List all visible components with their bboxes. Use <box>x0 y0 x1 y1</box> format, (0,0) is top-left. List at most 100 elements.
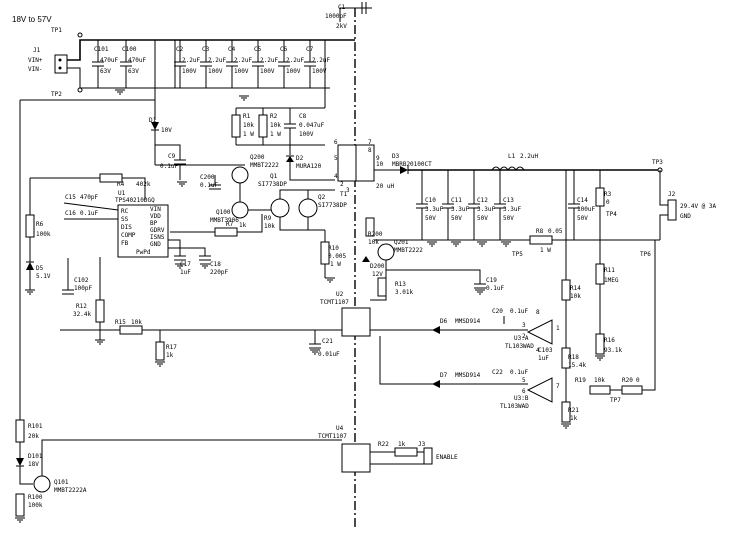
cap-rating: 100V <box>286 68 301 75</box>
q2-ref: Q2 <box>318 194 326 201</box>
j2-ref: J2 <box>668 191 676 198</box>
r14-ref: R14 <box>570 285 581 292</box>
cap-ref: C3 <box>202 46 210 53</box>
d101-ref: D101 <box>28 453 43 460</box>
transformer-pin: 6 <box>334 139 338 146</box>
r18-ref: R18 <box>568 354 579 361</box>
r10-ref: R10 <box>328 245 339 252</box>
r22-body <box>394 447 418 457</box>
cap-value: 470uF <box>100 57 118 64</box>
opamp-pin: 5 <box>522 377 526 384</box>
r101-ref: R101 <box>28 423 43 430</box>
c8-ref: C8 <box>299 113 307 120</box>
opamp-pin: 7 <box>556 383 560 390</box>
c19-ref: C19 <box>486 277 497 284</box>
tp6-label: TP6 <box>640 251 651 258</box>
cap-rating: 100V <box>182 68 197 75</box>
r6-body <box>25 214 35 238</box>
u2-optocoupler <box>341 307 371 337</box>
c1-wire <box>339 7 372 22</box>
q201-transistor <box>377 243 395 261</box>
d5-symbol <box>26 262 34 270</box>
tp1-label: TP1 <box>51 27 62 34</box>
cap-ref: C12 <box>477 197 488 204</box>
r20-body <box>621 385 643 395</box>
q201-ref: Q201 <box>394 239 409 246</box>
r100-body <box>15 493 25 517</box>
d3-symbol <box>400 166 408 174</box>
r19-body <box>589 385 611 395</box>
r1-rating: 1 W <box>243 131 254 138</box>
cap-rating: 50V <box>451 215 462 222</box>
c20-ref: C20 <box>492 308 503 315</box>
r12-ref: R12 <box>76 303 87 310</box>
cap-rating: 50V <box>577 215 588 222</box>
q100-transistor <box>231 201 249 219</box>
cap-rating: 50V <box>503 215 514 222</box>
u1-pin-left: RC <box>121 208 129 215</box>
u1-pin-right: GDRV <box>150 227 165 234</box>
input-range-label: 18V to 57V <box>12 15 52 24</box>
tp5-label: TP5 <box>512 251 523 258</box>
ground-symbols <box>15 89 605 523</box>
cap-rating: 50V <box>425 215 436 222</box>
d5-value: 5.1V <box>36 273 51 280</box>
cap-ref: C14 <box>577 197 588 204</box>
transformer-pin: 9 <box>376 155 380 162</box>
input-capacitor-bank: C101470uF63VC100470uF63VC22.2uF100VC32.2… <box>92 40 330 88</box>
c200-value: 0.1uF <box>200 182 218 189</box>
cap-rating: 63V <box>128 68 139 75</box>
r7-out <box>237 214 263 233</box>
vin-neg-label: VIN- <box>28 66 42 73</box>
c1-ref: C1 <box>338 4 346 11</box>
c20-value: 0.1uF <box>510 308 528 315</box>
u1-pin-right: GND <box>150 241 161 248</box>
l1-inductor <box>491 166 525 171</box>
r1-ref: R1 <box>243 113 251 120</box>
r17-body <box>155 341 165 361</box>
u3b-ref: U3:B <box>514 395 529 402</box>
q100-ref: Q100 <box>216 209 231 216</box>
q1-value: SI7738DP <box>258 181 287 188</box>
j1-label: J1 <box>33 47 41 54</box>
r19-ref: R19 <box>575 377 586 384</box>
u1-pin-left: DIS <box>121 224 132 231</box>
u1-pin-left: COMP <box>121 232 136 239</box>
j2-gnd: GND <box>680 213 691 220</box>
cap-rating: 100V <box>234 68 249 75</box>
r101-body <box>15 419 25 443</box>
d101-to-q101 <box>19 466 33 485</box>
d2-ref: D2 <box>296 155 304 162</box>
r17-value: 1k <box>166 352 174 359</box>
u2-value: TCMT1107 <box>320 299 349 306</box>
cap-ref: C4 <box>228 46 236 53</box>
cap-value: 3.3uF <box>477 206 495 213</box>
r6-ref: R6 <box>36 221 44 228</box>
c9-value: 0.1uF <box>160 163 178 170</box>
tp2-label: TP2 <box>51 91 62 98</box>
r9-value: 10k <box>264 223 275 230</box>
cap-rating: 100V <box>312 68 327 75</box>
r11-value: 1MEG <box>604 277 619 284</box>
r22-ref: R22 <box>378 441 389 448</box>
cap-ref: C101 <box>94 46 109 53</box>
r15-value: 10k <box>131 319 142 326</box>
c18-wire <box>168 247 206 256</box>
r22-value: 1k <box>398 441 406 448</box>
r7-body <box>214 227 238 237</box>
q101-ref: Q101 <box>54 479 69 486</box>
j3-connector <box>423 447 433 465</box>
r100-value: 100k <box>28 502 43 509</box>
r3-ref: R3 <box>604 191 612 198</box>
j2-pos-wire <box>659 170 668 206</box>
c8-rating: 100V <box>299 131 314 138</box>
u1-ref: U1 <box>118 190 126 197</box>
r12-value: 32.4k <box>73 311 91 318</box>
u1-pin-right: VDD <box>150 213 161 220</box>
r3-value: 0 <box>606 199 610 206</box>
cap-value: 3.3uF <box>451 206 469 213</box>
q101-transistor <box>33 475 51 493</box>
opamp-pin: 4 <box>536 347 540 354</box>
c22-ref: C22 <box>492 369 503 376</box>
